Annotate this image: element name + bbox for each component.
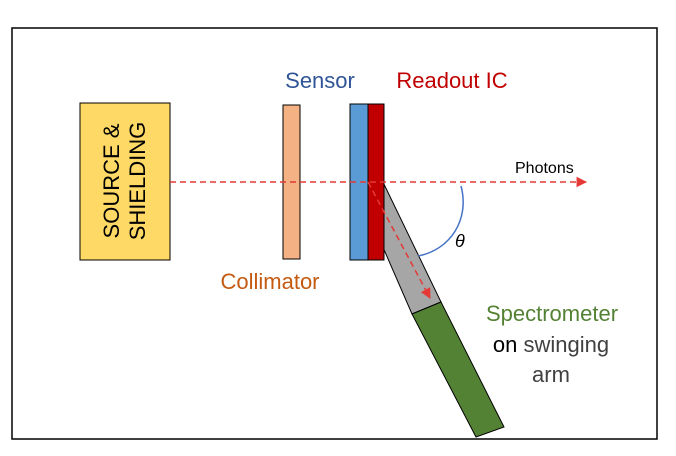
source-shielding-label: SOURCE & SHIELDING bbox=[99, 122, 150, 241]
diffracted-photon-path bbox=[367, 181, 431, 299]
source-shielding-box bbox=[79, 102, 171, 261]
photons-label: Photons bbox=[515, 160, 574, 177]
theta-label: θ bbox=[455, 231, 465, 251]
sensor-label: Sensor bbox=[285, 68, 355, 93]
source-label-line1: SOURCE & bbox=[99, 123, 124, 238]
spectrometer bbox=[411, 301, 505, 438]
arm-label-on: on bbox=[493, 332, 517, 357]
arm-label-line2: on swinging bbox=[493, 332, 609, 357]
spectrometer-label: Spectrometer bbox=[486, 301, 618, 326]
readout-label: Readout IC bbox=[396, 68, 507, 93]
collimator-label: Collimator bbox=[220, 269, 319, 294]
arm-label-swinging: swinging bbox=[517, 332, 609, 357]
angle-arc bbox=[417, 185, 464, 257]
arm-label-line3: arm bbox=[532, 362, 570, 387]
source-label-line2: SHIELDING bbox=[125, 122, 150, 241]
